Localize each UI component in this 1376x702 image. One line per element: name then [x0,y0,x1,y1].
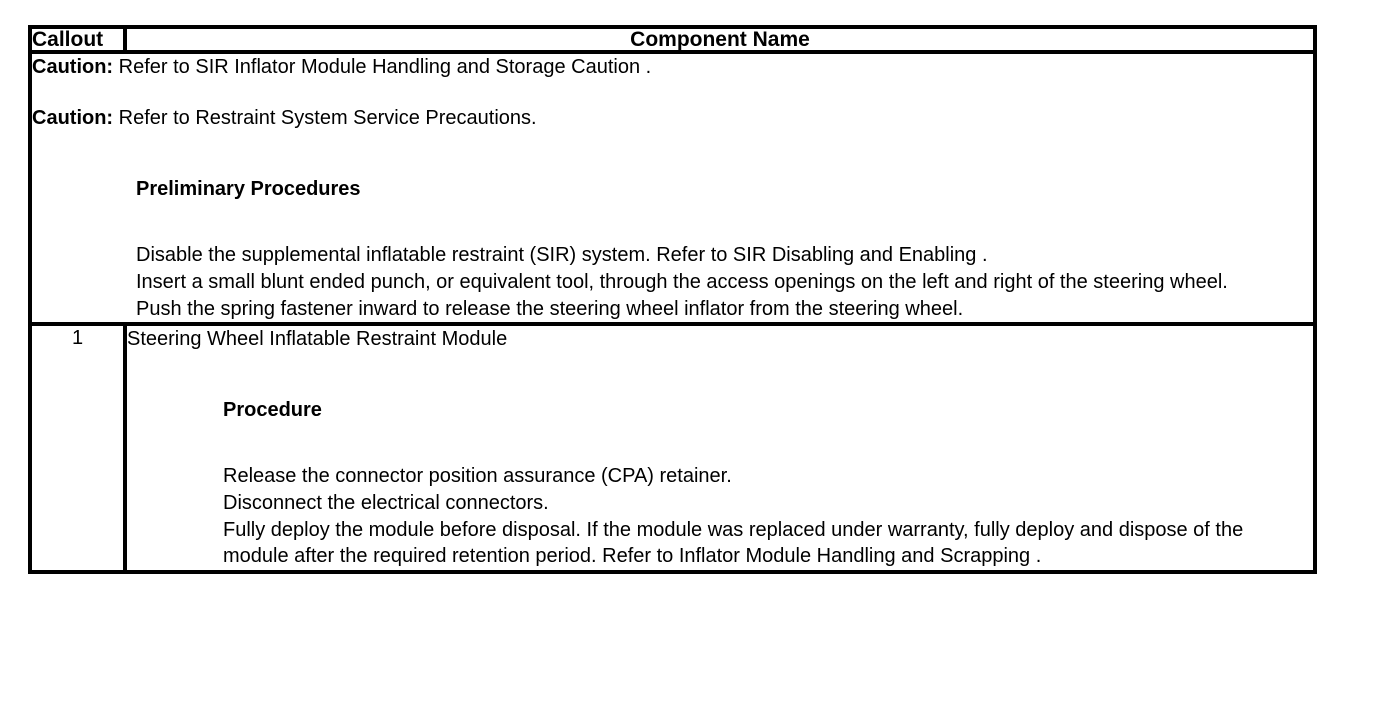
procedure-step: Release the connector position assurance… [223,465,732,488]
procedure-step: Fully deploy the module before disposal.… [223,518,1244,568]
caution-line-2: Caution: Refer to Restraint System Servi… [32,105,1313,132]
preliminary-step: Insert a small blunt ended punch, or equ… [136,270,1228,293]
callout-number: 1 [28,324,127,574]
column-header-callout: Callout [28,25,127,54]
component-detail-cell: Steering Wheel Inflatable Restraint Modu… [125,324,1317,574]
caution-label-1: Caution: [32,56,114,78]
caution-text-1: Refer to SIR Inflator Module Handling an… [113,56,652,78]
component-name-text: Steering Wheel Inflatable Restraint Modu… [127,328,508,351]
procedure-heading: Procedure [223,398,322,421]
service-procedure-table: Callout Component Name Caution: Refer to… [28,25,1317,574]
caution-row: Caution: Refer to SIR Inflator Module Ha… [28,52,1317,327]
procedure-step-list: Release the connector position assurance… [223,463,1313,569]
caution-and-preliminary-cell: Caution: Refer to SIR Inflator Module Ha… [28,52,1317,327]
caution-text-2: Refer to Restraint System Service Precau… [113,106,537,129]
preliminary-step: Push the spring fastener inward to relea… [136,297,964,320]
caution-line-1: Caution: Refer to SIR Inflator Module Ha… [32,54,1313,81]
preliminary-step: Disable the supplemental inflatable rest… [136,244,988,267]
preliminary-procedures-heading: Preliminary Procedures [136,177,361,200]
column-header-component-name: Component Name [125,25,1317,54]
caution-label-2: Caution: [32,106,114,129]
table-header-row: Callout Component Name [28,25,1317,54]
preliminary-procedures-list: Disable the supplemental inflatable rest… [136,242,1313,322]
table-row: 1 Steering Wheel Inflatable Restraint Mo… [28,324,1317,574]
procedure-step: Disconnect the electrical connectors. [223,491,549,514]
